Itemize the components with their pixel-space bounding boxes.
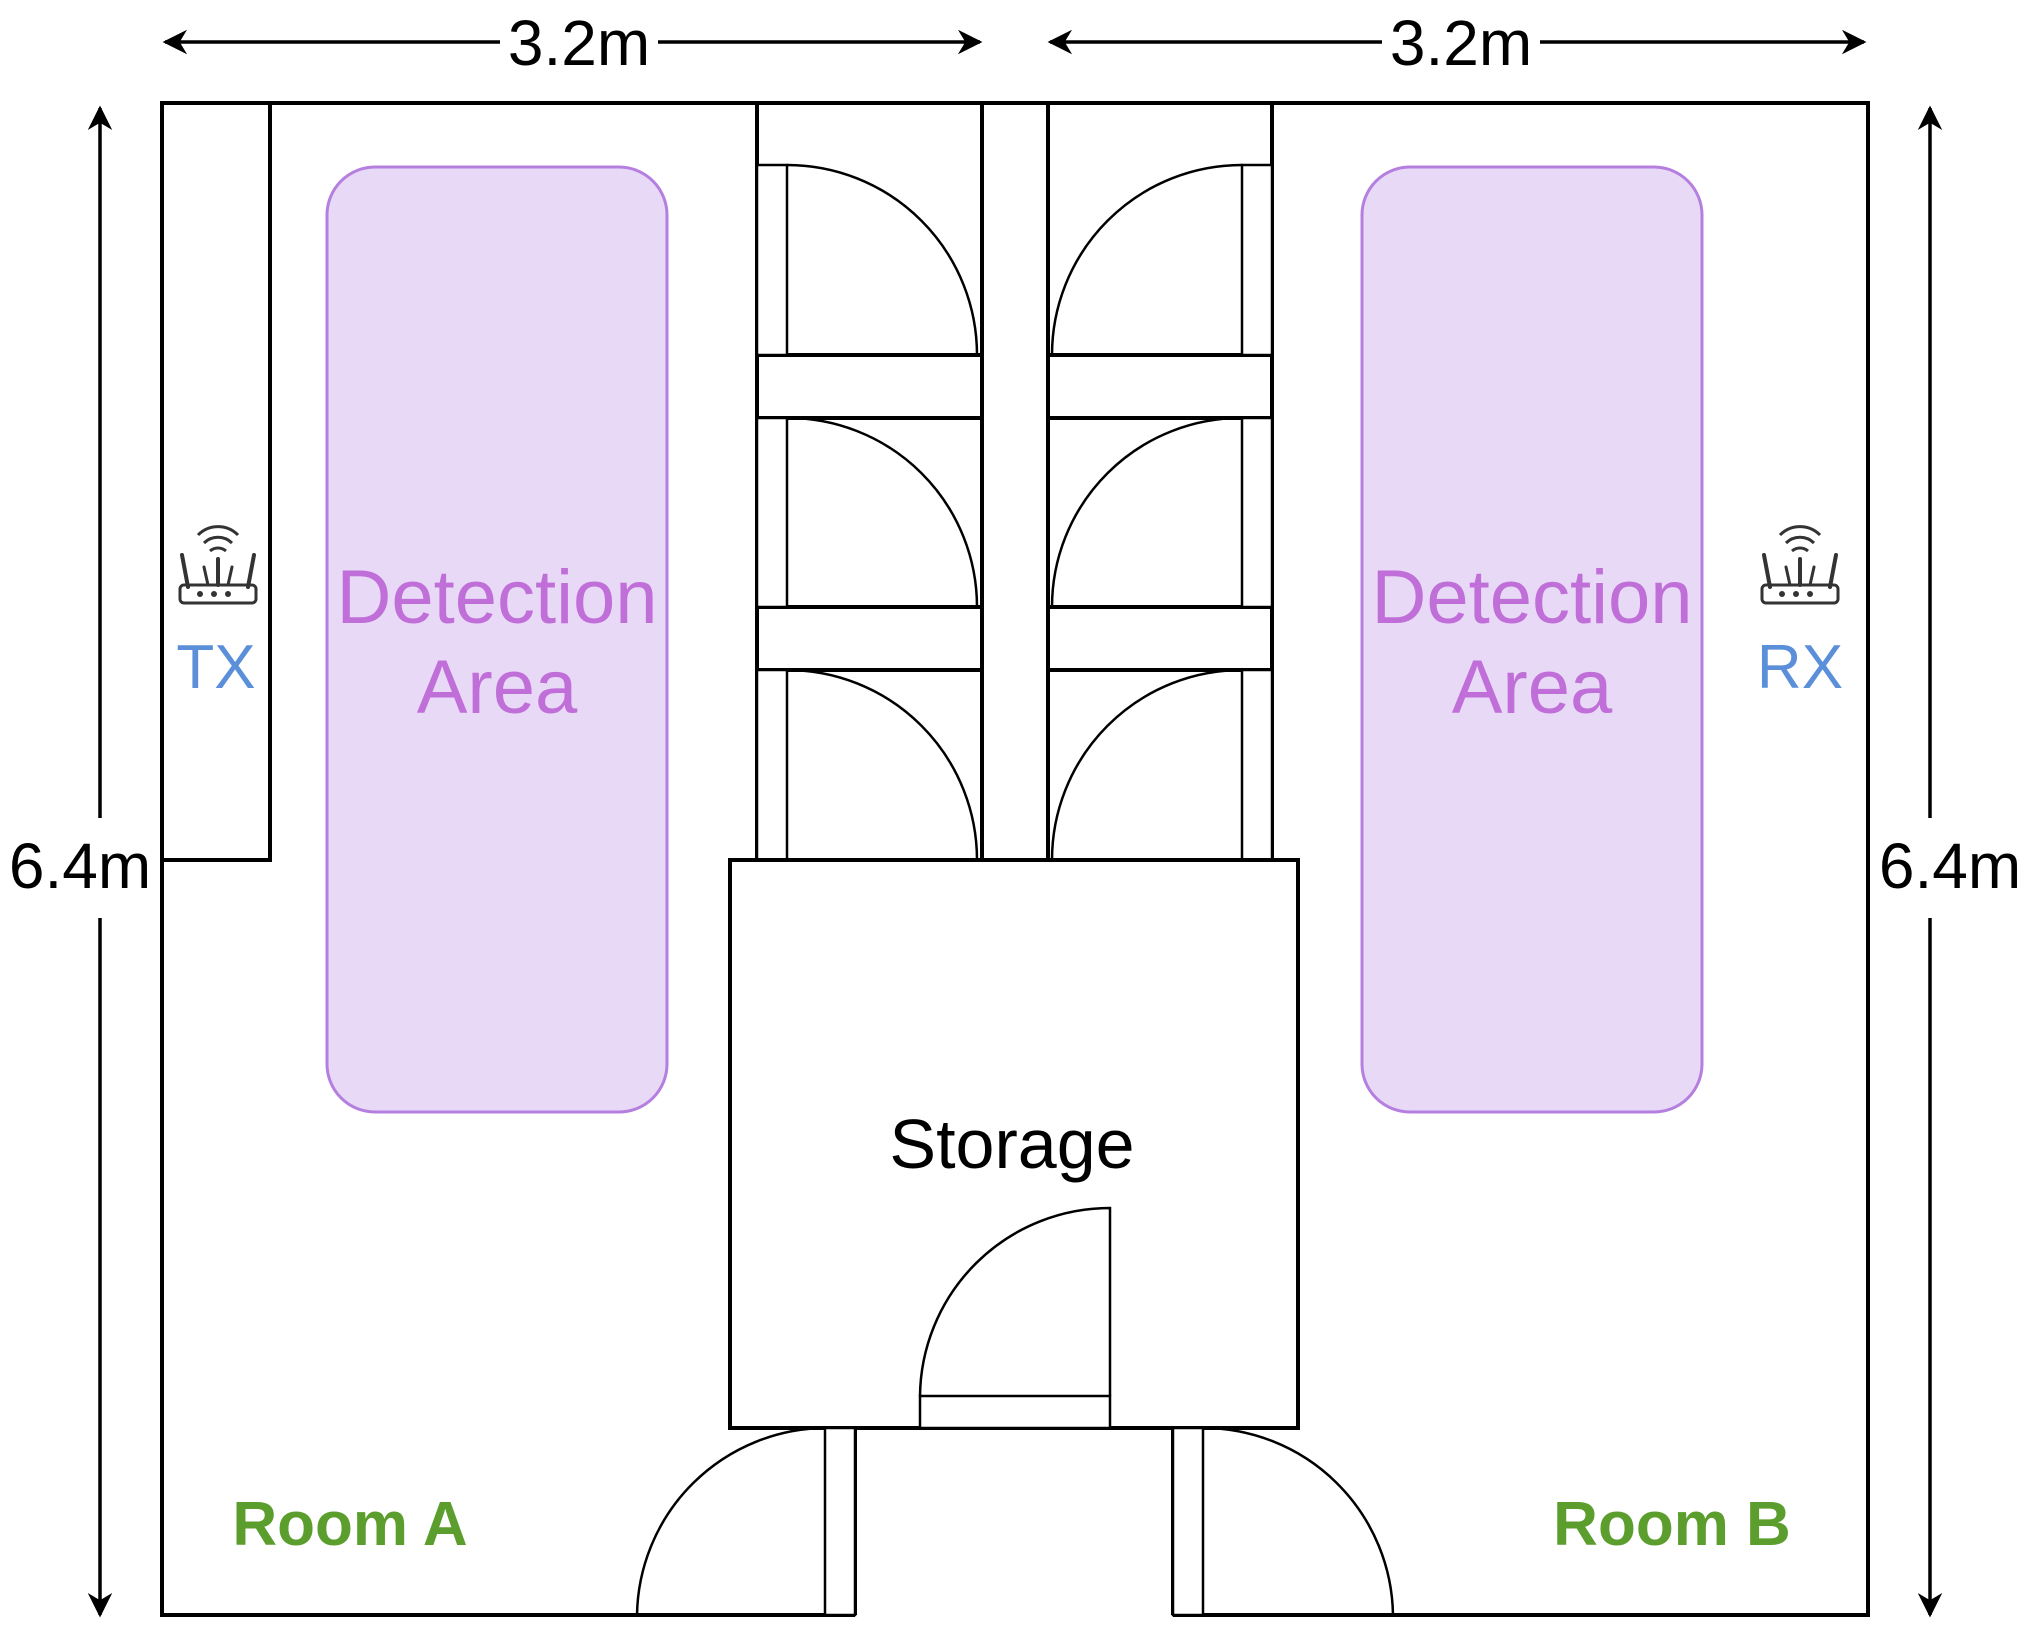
entrance-door-room-b — [1171, 1426, 1395, 1617]
detection-area-left: Detection Area — [325, 165, 669, 1114]
detection-area-right: Detection Area — [1360, 165, 1704, 1114]
receiver-label: RX — [1757, 633, 1843, 702]
storage-room: Storage — [728, 858, 1300, 1430]
dimension-label-top-right: 3.2m — [1390, 7, 1532, 79]
locker-doors-right — [1050, 163, 1274, 862]
dimension-top-right: 3.2m — [1047, 7, 1867, 79]
entrance-door-room-a — [635, 1426, 857, 1617]
dimension-right: 6.4m — [1879, 105, 2021, 1618]
dimension-label-left: 6.4m — [9, 830, 151, 902]
dimension-label-right: 6.4m — [1879, 830, 2021, 902]
dimension-left: 6.4m — [9, 105, 151, 1618]
room-b-label: Room B — [1553, 1490, 1791, 1559]
room-a-label: Room A — [232, 1490, 467, 1559]
storage-door-leaf — [918, 1394, 1112, 1430]
receiver: RX — [1757, 524, 1843, 702]
dimension-top-left: 3.2m — [162, 7, 983, 79]
detection-area-right-line2: Area — [1452, 645, 1613, 730]
transmitter-label: TX — [176, 633, 255, 702]
detection-area-right-line1: Detection — [1371, 555, 1692, 640]
router-icon — [178, 524, 258, 605]
transmitter: TX — [176, 524, 258, 702]
dimension-label-top-left: 3.2m — [508, 7, 650, 79]
storage-label: Storage — [889, 1105, 1134, 1183]
router-icon — [1760, 524, 1840, 605]
locker-doors-left — [755, 163, 979, 862]
detection-area-left-line2: Area — [417, 645, 578, 730]
detection-area-left-line1: Detection — [336, 555, 657, 640]
